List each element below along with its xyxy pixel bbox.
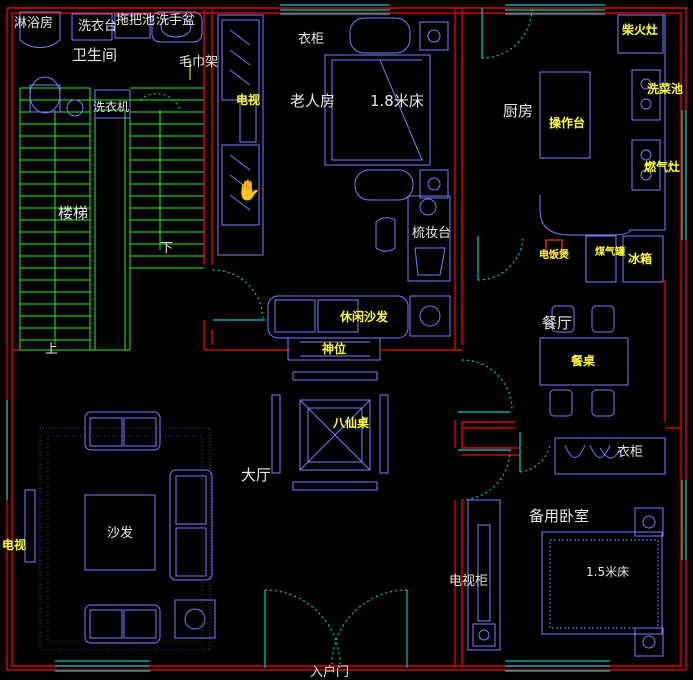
stair-arrows <box>54 93 181 345</box>
label-living-room: 大厅 <box>241 466 272 484</box>
label-stair-up: 上 <box>45 342 59 357</box>
staircase <box>19 87 204 351</box>
windows <box>6 4 687 672</box>
label-sofa: 沙发 <box>107 526 134 541</box>
guest-room-furniture <box>467 437 666 657</box>
label-kitchen: 厨房 <box>503 102 534 120</box>
label-water-heater: 煤气罐 <box>595 247 625 258</box>
label-laundry-basin: 洗衣台 <box>78 19 118 34</box>
label-shower-room: 淋浴房 <box>14 16 54 31</box>
label-guest-room: 备用卧室 <box>529 507 590 525</box>
carpet <box>39 427 211 651</box>
label-wash-basin: 洗手盆 <box>156 13 196 28</box>
label-shrine: 神位 <box>322 342 347 356</box>
label-mop-pool: 拖把池 <box>116 13 156 28</box>
hand-cursor-icon: ✋ <box>236 178 261 202</box>
label-wood-stove: 柴火灶 <box>622 23 659 37</box>
label-bed-15: 1.5米床 <box>586 565 630 579</box>
walls <box>6 7 687 671</box>
label-fridge: 冰箱 <box>628 252 653 266</box>
label-dining-room: 餐厅 <box>542 314 573 332</box>
label-leisure-sofa: 休闲沙发 <box>340 310 389 324</box>
label-sink: 洗菜池 <box>647 82 684 96</box>
label-rice-cooker: 电饭煲 <box>539 250 569 261</box>
label-towel-rack: 毛巾架 <box>179 55 219 70</box>
label-washing-machine: 洗衣机 <box>93 100 130 114</box>
label-elder-room: 老人房 <box>290 92 336 110</box>
label-wardrobe-guest: 衣柜 <box>617 445 644 460</box>
label-stair-down: 下 <box>160 241 174 256</box>
label-bathroom: 卫生间 <box>72 46 118 64</box>
label-tv-cabinet: 电视柜 <box>449 574 489 589</box>
label-gas-stove: 燃气灶 <box>644 160 681 174</box>
label-square-table: 八仙桌 <box>333 416 370 430</box>
bathroom-fixtures <box>19 11 203 119</box>
label-tv-elder: 电视 <box>236 93 261 107</box>
square-table-set <box>271 371 389 491</box>
label-wardrobe-elder: 衣柜 <box>298 32 325 47</box>
elder-room-furniture <box>217 14 451 339</box>
rice-cooker <box>545 239 563 255</box>
outer-wall-inner <box>11 12 682 667</box>
dining-furniture <box>539 305 629 417</box>
kitchen-furniture <box>539 14 666 283</box>
shrine <box>287 337 381 361</box>
label-counter: 操作台 <box>549 116 586 130</box>
outer-wall-outer <box>6 7 687 671</box>
label-dresser: 梳妆台 <box>412 226 452 241</box>
label-tv-living: 电视 <box>2 538 27 552</box>
label-staircase: 楼梯 <box>58 204 89 222</box>
label-bed-18: 1.8米床 <box>370 92 424 110</box>
label-dining-table: 餐桌 <box>571 354 596 368</box>
door-swings <box>212 8 551 668</box>
label-entrance: 入户门 <box>310 665 350 680</box>
sofa-set <box>24 411 216 644</box>
